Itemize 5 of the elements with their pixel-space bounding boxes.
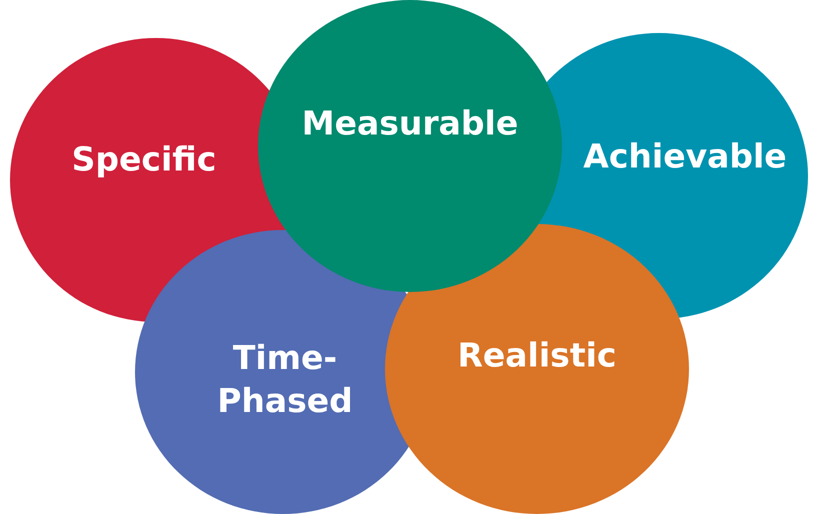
- circle-label: Specific: [44, 138, 244, 182]
- circle-label: Realistic: [447, 334, 627, 378]
- circle-label: Measurable: [295, 102, 525, 146]
- circle-label: Time- Phased: [205, 337, 365, 423]
- circle-label: Achievable: [570, 136, 800, 178]
